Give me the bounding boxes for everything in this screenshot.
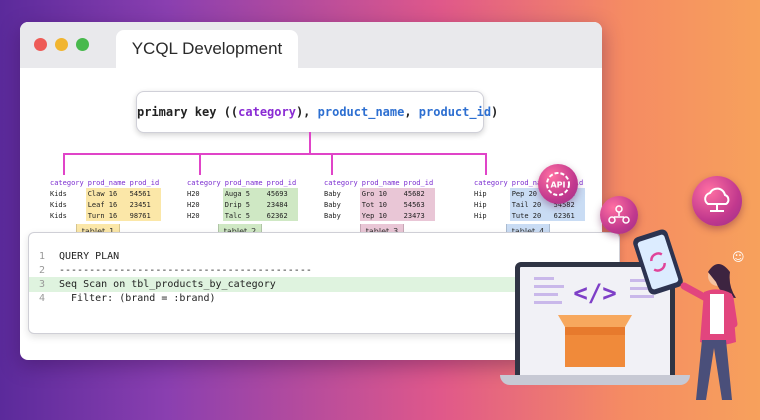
code-box-illustration: </>	[534, 277, 658, 367]
table-cell: Claw 16	[85, 188, 128, 199]
close-window-button[interactable]	[34, 38, 47, 51]
table-cell: Drip 5	[222, 199, 265, 210]
header-cell: prod_id	[127, 177, 162, 188]
table-cell: Hip	[474, 211, 487, 220]
phone-illustration	[631, 227, 685, 297]
api-badge-text: API	[550, 181, 565, 190]
header-cell: prod_id	[401, 177, 436, 188]
table-cell: Pep 20	[509, 188, 552, 199]
header-cell: prod_name	[509, 177, 552, 188]
table-cell: Auga 5	[222, 188, 265, 199]
app-window: YCQL Development primary key ((category)…	[20, 22, 602, 360]
table-cell: Baby	[324, 189, 341, 198]
connector-trunk	[309, 132, 311, 154]
table-cell: 54563	[401, 199, 436, 210]
pk-partition-column: category	[238, 105, 296, 119]
pk-column-product-name: product_name	[317, 105, 405, 119]
code-line: 2 --------------------------------------…	[29, 263, 619, 278]
connector-drop-1	[63, 153, 65, 175]
connector-drop-4	[485, 153, 487, 175]
table-cell: 98761	[127, 210, 162, 221]
code-text: Seq Scan on tbl_products_by_category	[59, 279, 276, 290]
sync-icon	[650, 252, 666, 272]
table-cell: 23451	[127, 199, 162, 210]
table-cell: Kids	[50, 211, 67, 220]
connector-bar	[63, 153, 487, 155]
header-cell: prod_name	[359, 177, 402, 188]
table-cell: 54582	[551, 199, 586, 210]
table-cell: Kids	[50, 189, 67, 198]
table-cell: Kids	[50, 200, 67, 209]
table-cell: 62362	[264, 210, 299, 221]
table-cell: Hip	[474, 200, 487, 209]
table-cell: Yep 10	[359, 210, 402, 221]
code-text: Filter: (brand = :brand)	[59, 293, 216, 304]
table-cell: 62361	[551, 210, 586, 221]
code-text: QUERY PLAN	[59, 251, 120, 262]
table-cell: H20	[187, 189, 200, 198]
pk-suffix: )	[491, 105, 499, 119]
header-cell: prod_name	[85, 177, 128, 188]
line-number: 3	[39, 279, 46, 290]
table-cell: Baby	[324, 211, 341, 220]
table-cell: Turn 16	[85, 210, 128, 221]
title-bar: YCQL Development	[20, 22, 602, 70]
tab-ycql-development[interactable]: YCQL Development	[116, 30, 298, 70]
api-badge-icon: API	[538, 164, 578, 204]
table-cell: 23484	[264, 199, 299, 210]
table-cell: Tot 10	[359, 199, 402, 210]
maximize-window-button[interactable]	[76, 38, 89, 51]
code-text: ----------------------------------------…	[59, 265, 312, 276]
header-cell: prod_id	[264, 177, 299, 188]
pk-middle: ),	[295, 105, 318, 119]
svg-text:</>: </>	[573, 279, 616, 307]
pk-column-product-id: product_id	[418, 105, 492, 119]
header-cell: category	[472, 177, 510, 188]
code-line-highlighted: 3 Seq Scan on tbl_products_by_category	[29, 277, 619, 292]
table-cell: 45693	[264, 188, 299, 199]
pk-prefix: primary key ((	[137, 105, 239, 119]
code-line: 1 QUERY PLAN	[29, 249, 619, 264]
line-number: 1	[39, 251, 46, 262]
table-cell: Tute 20	[509, 210, 552, 221]
table-cell: Talc 5	[222, 210, 265, 221]
table-cell: 23473	[401, 210, 436, 221]
network-users-icon	[600, 196, 638, 234]
laptop-base-illustration	[500, 375, 690, 385]
minimize-window-button[interactable]	[55, 38, 68, 51]
header-cell: category	[48, 177, 86, 188]
table-cell: 54561	[127, 188, 162, 199]
table-cell: H20	[187, 200, 200, 209]
header-cell: category	[185, 177, 223, 188]
person-illustration	[680, 264, 738, 400]
table-cell: Tail 20	[509, 199, 552, 210]
header-cell: prod_name	[222, 177, 265, 188]
table-cell: Leaf 16	[85, 199, 128, 210]
connector-drop-2	[199, 153, 201, 175]
smiley-icon: ☺	[732, 250, 745, 264]
code-line: 4 Filter: (brand = :brand)	[29, 291, 619, 306]
primary-key-definition: primary key ((category), product_name, p…	[136, 91, 498, 133]
table-cell: 45682	[401, 188, 436, 199]
line-number: 2	[39, 265, 46, 276]
cloud-network-icon	[692, 176, 742, 226]
table-cell: Gro 10	[359, 188, 402, 199]
line-number: 4	[39, 293, 46, 304]
header-cell: category	[322, 177, 360, 188]
connector-drop-3	[331, 153, 333, 175]
pk-sep: ,	[404, 105, 419, 119]
table-cell: Hip	[474, 189, 487, 198]
table-cell: Baby	[324, 200, 341, 209]
phone-screen	[636, 233, 680, 291]
table-cell: H20	[187, 211, 200, 220]
